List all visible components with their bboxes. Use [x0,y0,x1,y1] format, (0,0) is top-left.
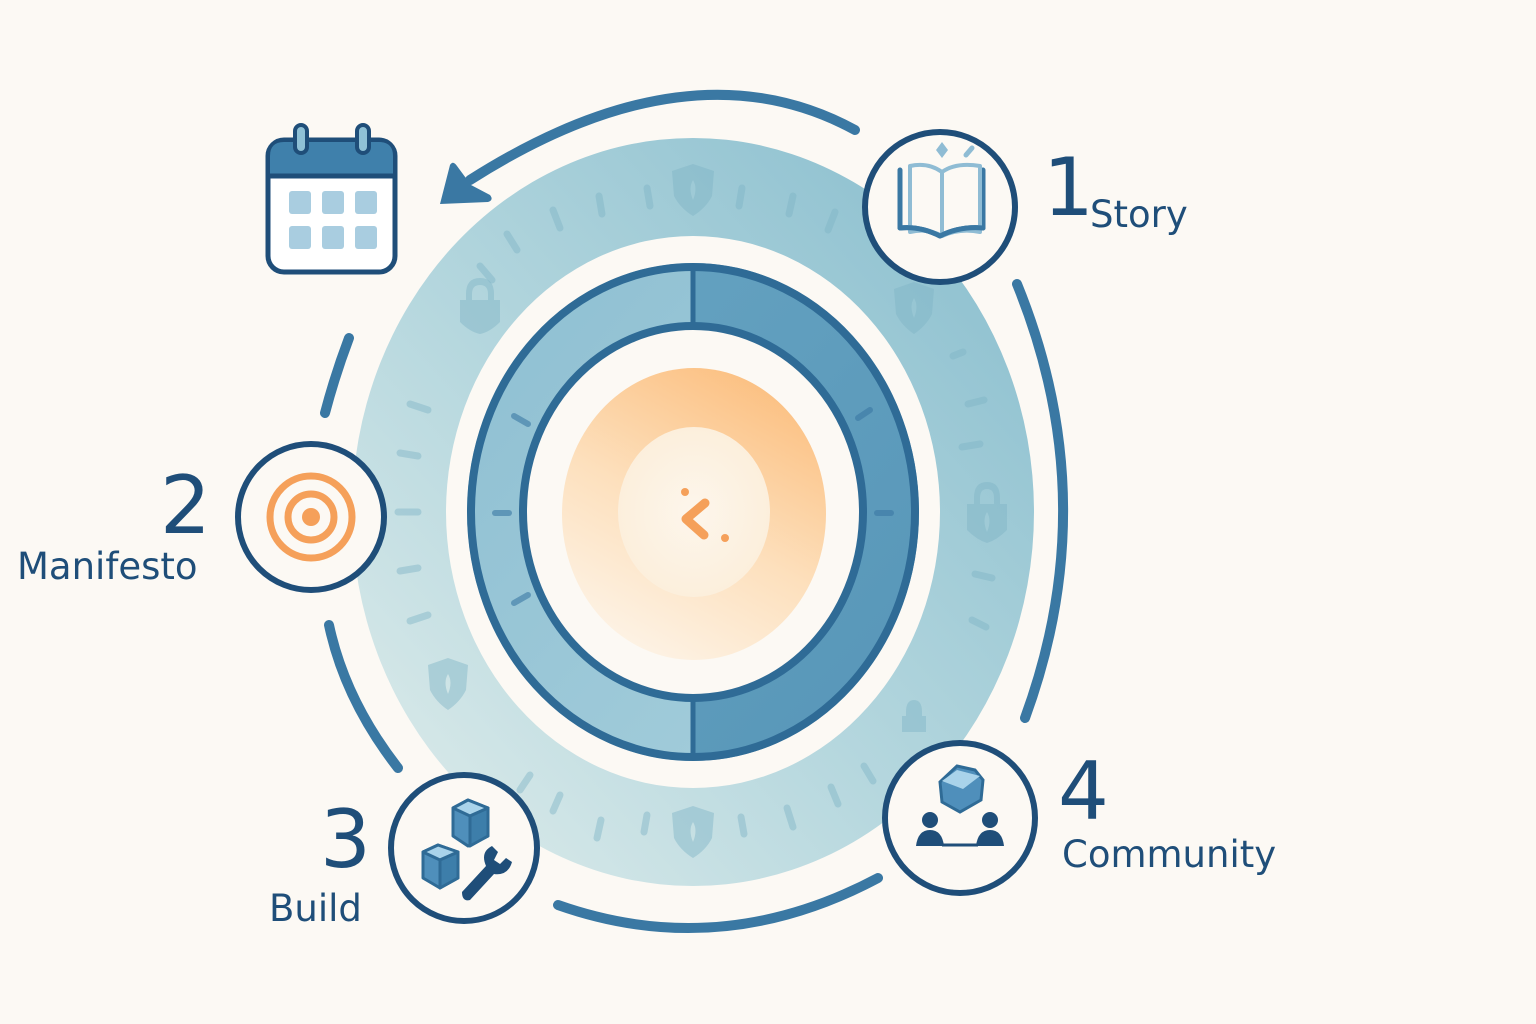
step-2-manifesto[interactable] [235,441,387,593]
cubes-wrench-icon [421,798,512,901]
step-1-label: 1 [1043,148,1094,228]
calendar-icon [265,123,398,275]
step-2-number: 2 [160,459,211,552]
cycle-arcs [320,89,1069,934]
open-book-icon [897,142,986,239]
band-tick-marks [394,184,996,842]
top-arc [465,89,860,185]
chevron-left-icon [681,498,710,540]
step-3-build[interactable] [388,772,540,924]
bottom-arc [553,873,883,934]
step-1-name: Story [1090,193,1188,236]
step-3-label: 3 [320,800,371,880]
target-center [302,508,320,526]
center-dot [681,488,689,496]
step-3-number: 3 [320,793,371,886]
step-4-community[interactable] [882,740,1038,896]
band-shield-icons [428,164,934,858]
cycle-arrowhead-icon [440,162,492,204]
step-4-label: 4 [1058,752,1109,832]
step-4-number: 4 [1058,745,1109,838]
right-arc [1012,279,1069,723]
lower-left-arc [324,620,403,773]
step-1-story[interactable] [862,129,1018,285]
step-2-name: Manifesto [17,545,198,588]
people-cube-icon [916,764,1004,847]
step-4-name: Community [1062,833,1277,876]
step-2-label: 2 [160,466,211,546]
target-icon [266,472,356,562]
step-3-name: Build [269,887,362,930]
upper-left-arc [320,333,354,418]
step-1-number: 1 [1043,141,1094,234]
band-lock-icons [460,278,1007,732]
center-dot [721,534,729,542]
